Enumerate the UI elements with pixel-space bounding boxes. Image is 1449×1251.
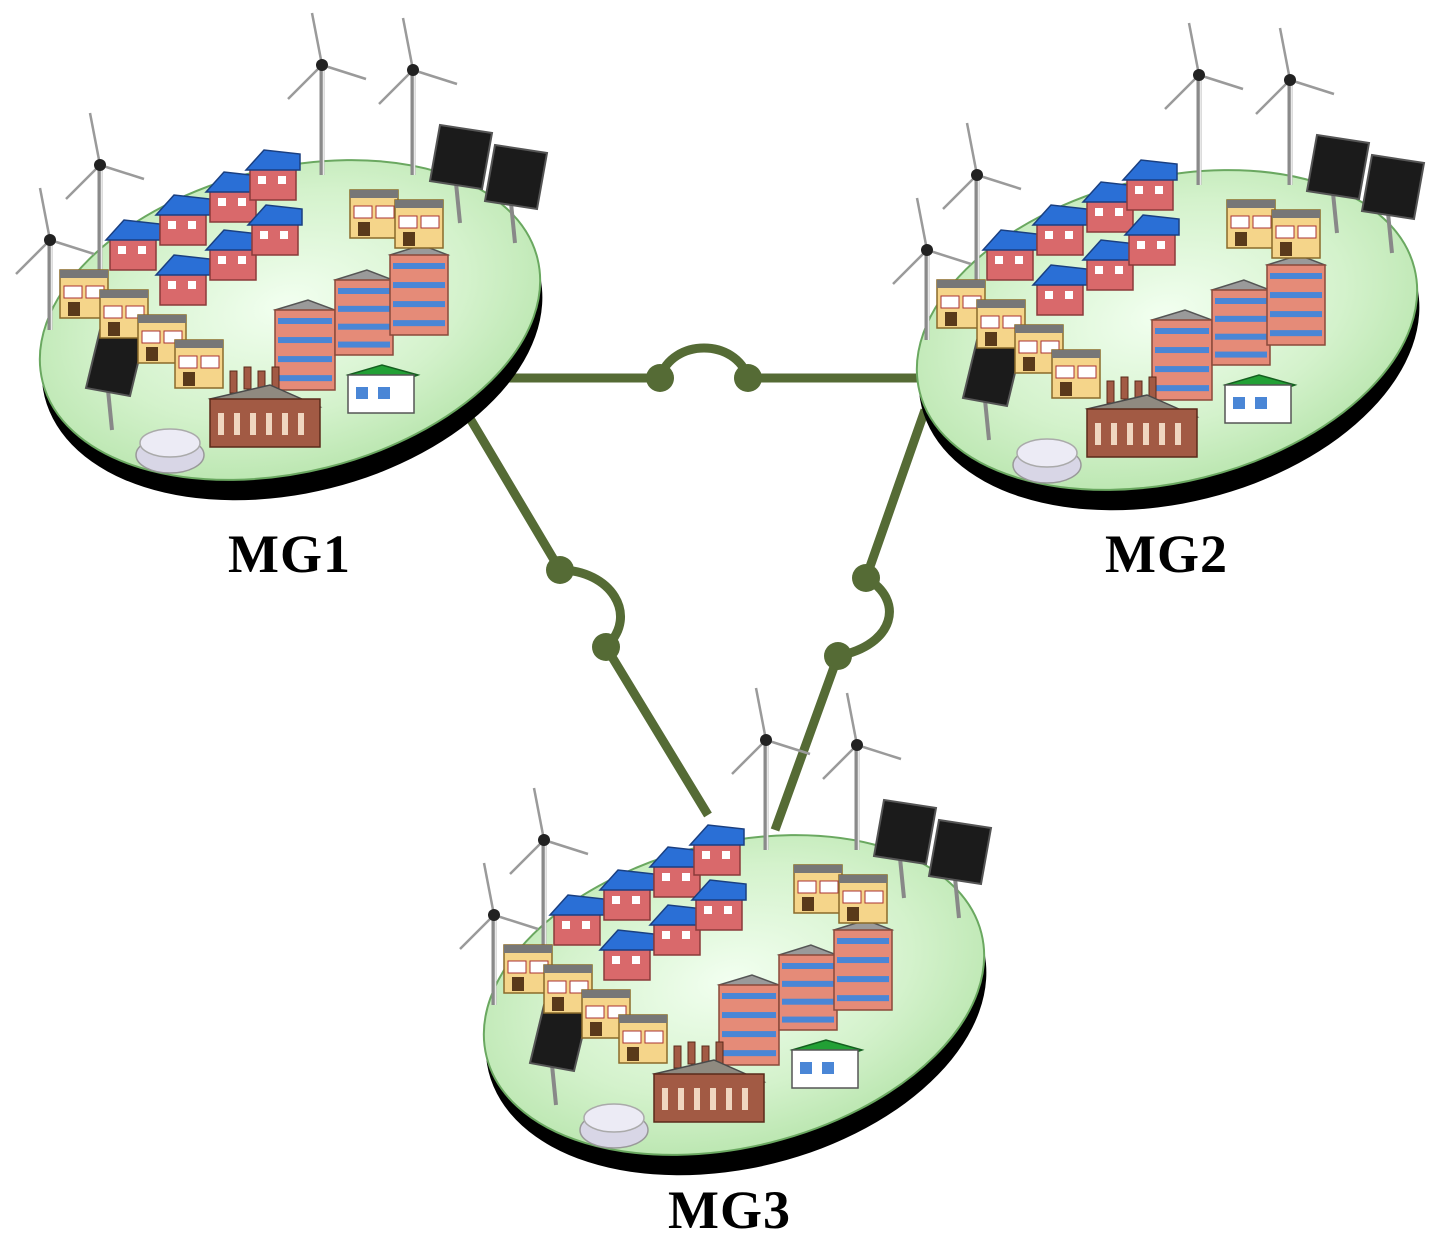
breaker-arc [837, 574, 894, 661]
house-icon [246, 204, 303, 256]
house-icon [104, 219, 161, 271]
house-icon [154, 194, 211, 246]
shop-icon [1271, 209, 1321, 259]
shop-icon [1014, 324, 1064, 374]
solar-panel-icon [428, 123, 494, 224]
shop-icon [174, 339, 224, 389]
wind-turbine-icon [287, 12, 367, 175]
apartment-icon [831, 919, 895, 1011]
shop-icon [349, 189, 399, 239]
factory-icon [1084, 376, 1200, 458]
wind-turbine-icon [65, 112, 145, 290]
shop-icon [99, 289, 149, 339]
house-icon [244, 149, 301, 201]
shop-icon [793, 864, 843, 914]
tie-line-mg2-mg3 [770, 408, 930, 832]
mg3-label: MG3 [668, 1180, 791, 1240]
tie-line-mg1-mg3 [461, 407, 712, 818]
breaker-node [852, 564, 880, 592]
house-icon [1031, 264, 1088, 316]
house-icon [690, 879, 747, 931]
storage-tank-icon [579, 1103, 649, 1149]
breaker-node [546, 556, 574, 584]
shop-icon [618, 1014, 668, 1064]
mg3-island [459, 687, 993, 1176]
clinic-icon [1222, 374, 1298, 424]
apartment-icon [332, 269, 396, 356]
house-icon [981, 229, 1038, 281]
shop-icon [394, 199, 444, 249]
house-icon [1031, 204, 1088, 256]
wind-turbine-icon [892, 197, 972, 340]
mg2-island [892, 22, 1426, 511]
apartment-icon [776, 944, 840, 1031]
house-icon [598, 869, 655, 921]
house-icon [154, 254, 211, 306]
solar-panel-icon [483, 143, 549, 244]
solar-panel-icon [1360, 153, 1426, 254]
breaker-node [734, 364, 762, 392]
apartment-icon [1209, 279, 1273, 366]
house-icon [1081, 181, 1138, 233]
shop-icon [137, 314, 187, 364]
house-icon [598, 929, 655, 981]
factory-icon [651, 1041, 767, 1123]
tie-line-segment [770, 408, 930, 832]
apartment-icon [1264, 254, 1328, 346]
breaker-node [592, 633, 620, 661]
house-icon [648, 904, 705, 956]
clinic-icon [789, 1039, 865, 1089]
house-icon [548, 894, 605, 946]
breaker-arc [559, 565, 625, 651]
wind-turbine-icon [378, 17, 458, 175]
mg2-label: MG2 [1105, 524, 1228, 584]
solar-panel-icon [927, 818, 993, 919]
shop-icon [1226, 199, 1276, 249]
wind-turbine-icon [822, 692, 902, 850]
house-icon [204, 171, 261, 223]
solar-panel-icon [84, 328, 146, 431]
wind-turbine-icon [509, 787, 589, 965]
apartment-icon [272, 299, 338, 391]
wind-turbine-icon [942, 122, 1022, 300]
shop-icon [976, 299, 1026, 349]
tie-line-mg1-mg2 [498, 343, 925, 392]
storage-tank-icon [135, 428, 205, 474]
mg1-label: MG1 [228, 524, 351, 584]
house-icon [1121, 159, 1178, 211]
house-icon [1123, 214, 1180, 266]
microgrids [15, 12, 1426, 1176]
breaker-node [646, 364, 674, 392]
apartment-icon [387, 244, 451, 336]
tie-line-segment [461, 407, 712, 818]
wind-turbine-icon [1255, 27, 1335, 185]
clinic-icon [345, 364, 421, 414]
wind-turbine-icon [1164, 22, 1244, 185]
wind-turbine-icon [731, 687, 811, 850]
wind-turbine-icon [459, 862, 539, 1005]
apartment-icon [1149, 309, 1215, 401]
solar-panel-icon [872, 798, 938, 899]
factory-icon [207, 366, 323, 448]
shop-icon [838, 874, 888, 924]
solar-panel-icon [961, 338, 1023, 441]
solar-panel-icon [1305, 133, 1371, 234]
storage-tank-icon [1012, 438, 1082, 484]
breaker-node [824, 642, 852, 670]
house-icon [204, 229, 261, 281]
apartment-icon [716, 974, 782, 1066]
tie-lines [461, 343, 930, 832]
mg1-island [15, 12, 549, 501]
house-icon [688, 824, 745, 876]
shop-icon [1051, 349, 1101, 399]
wind-turbine-icon [15, 187, 95, 330]
